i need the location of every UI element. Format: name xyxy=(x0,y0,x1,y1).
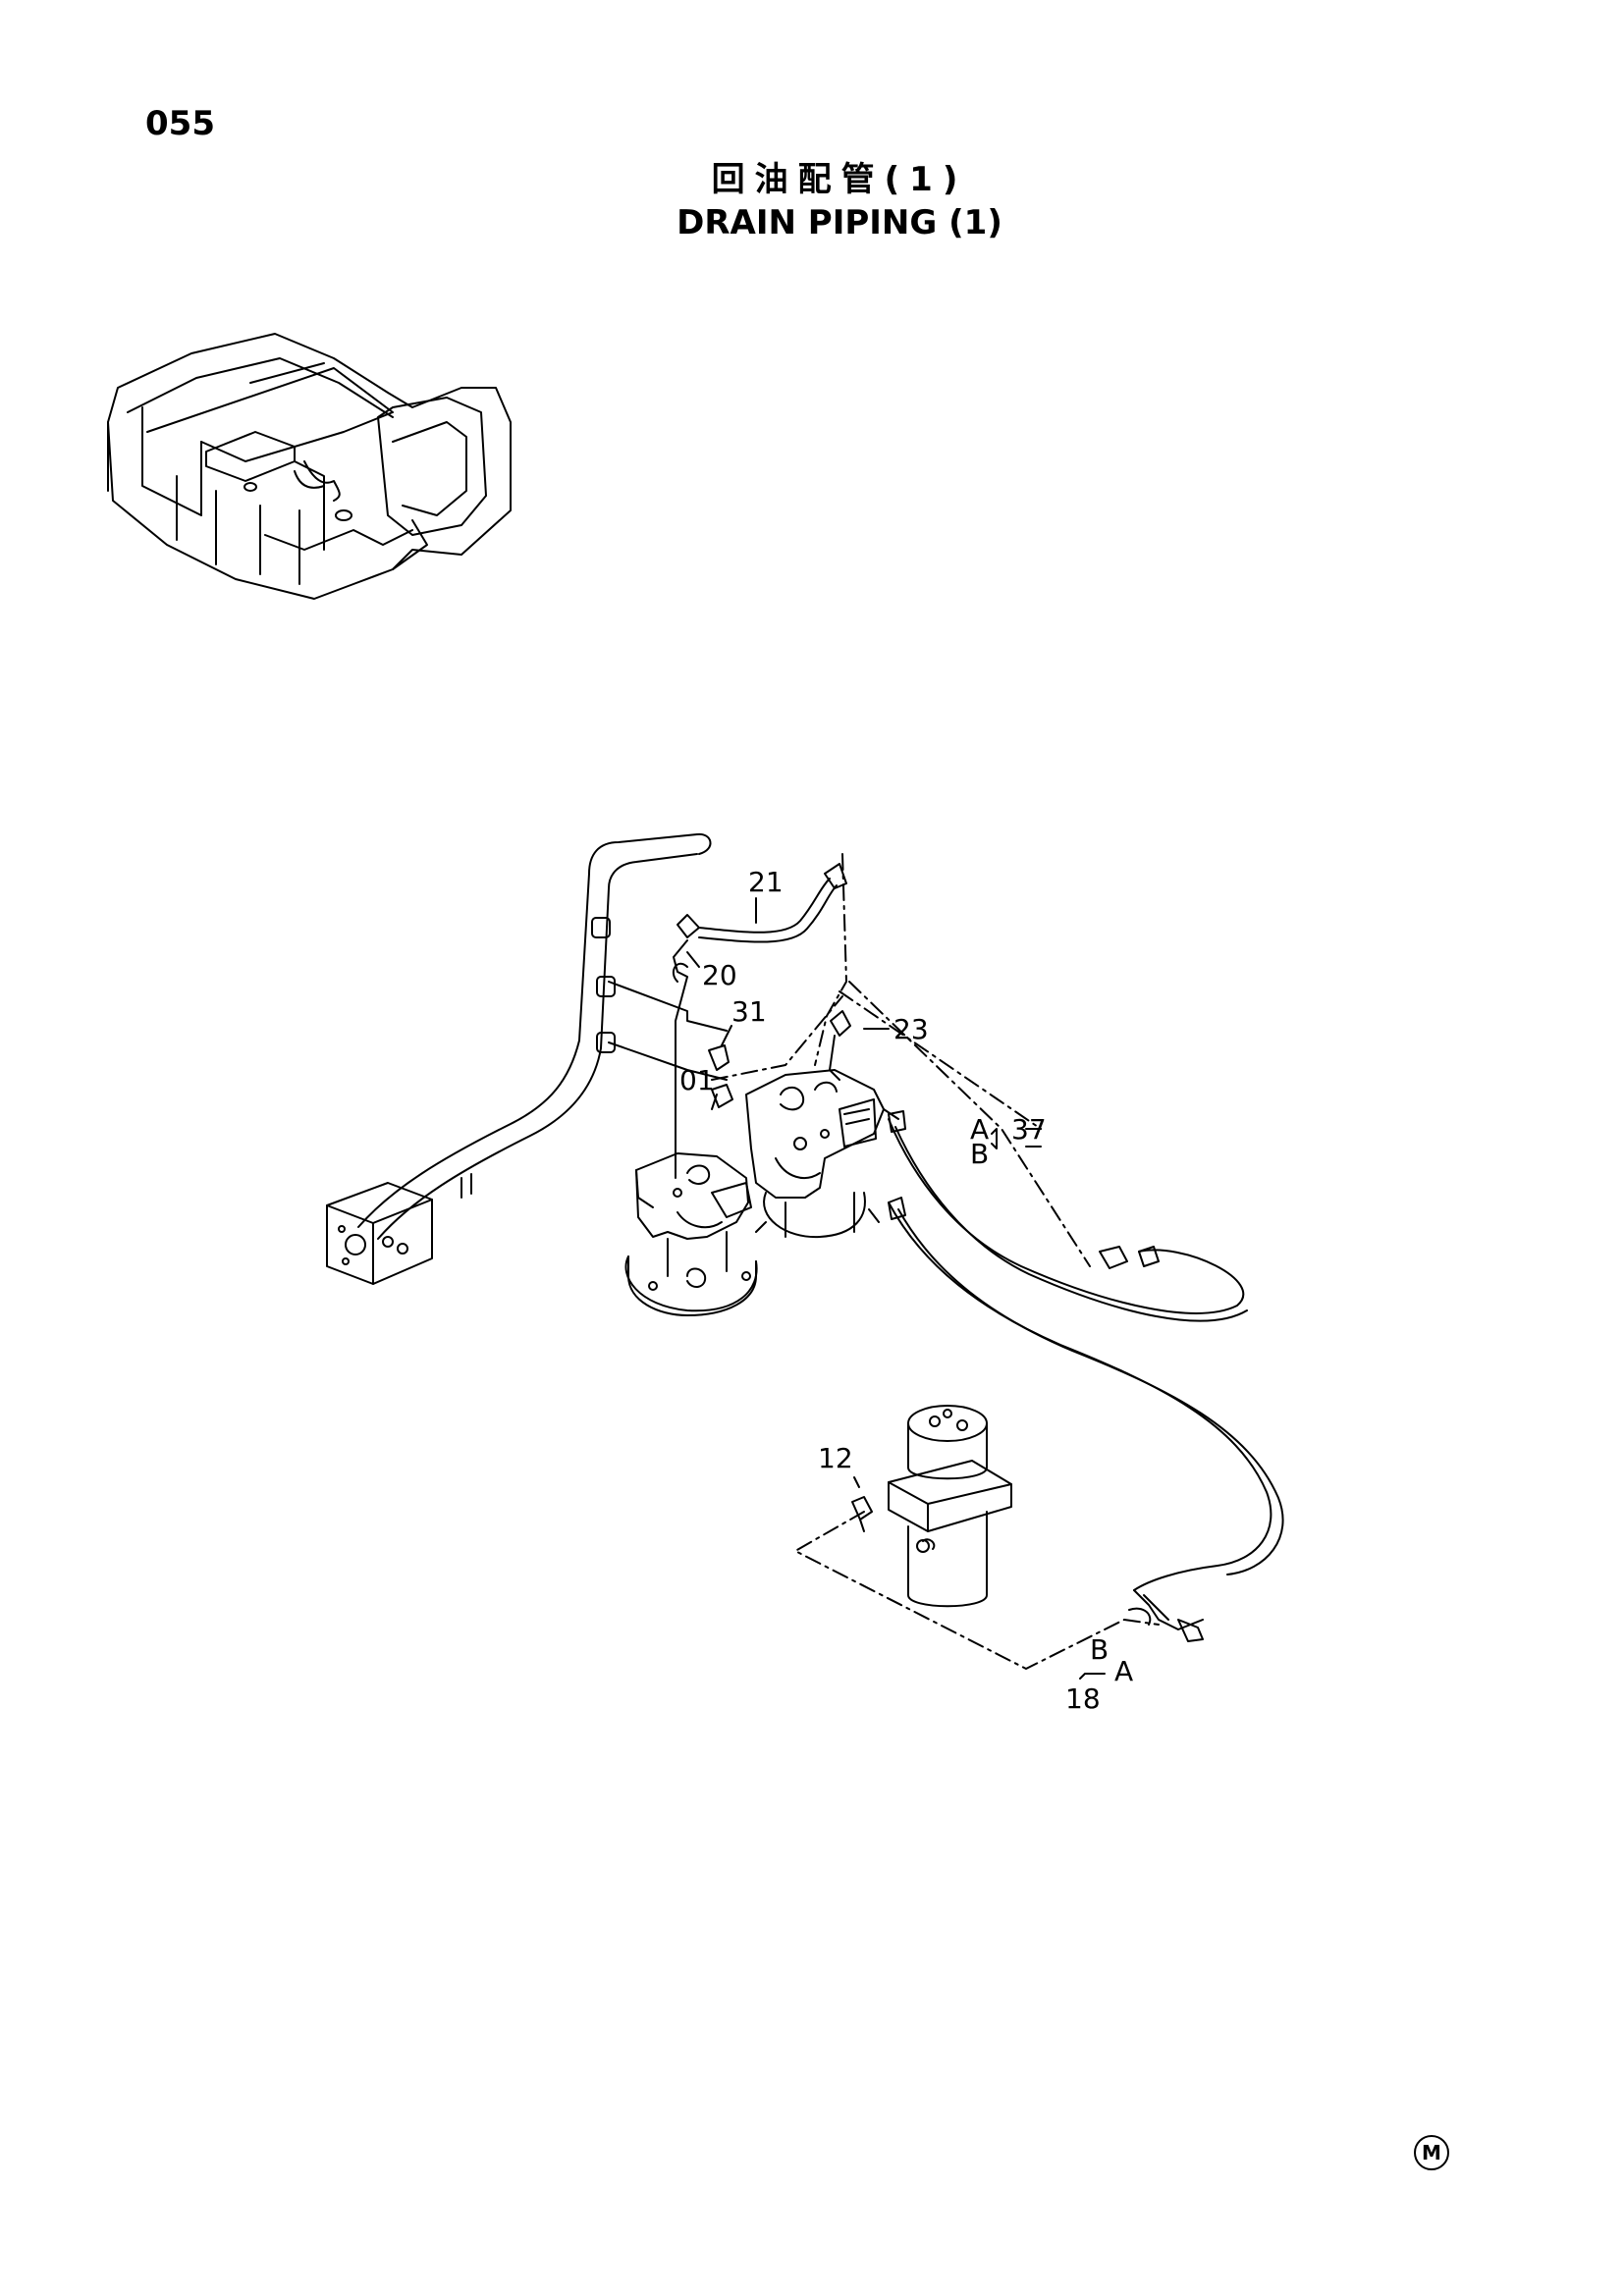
hose-37 xyxy=(883,1108,1284,1630)
callout-37: 37 xyxy=(1011,1113,1047,1146)
callout-18: 18 xyxy=(1065,1682,1101,1715)
center-joint-frame xyxy=(794,1511,1160,1670)
valve-block xyxy=(326,1182,433,1285)
leader-lines xyxy=(686,897,1106,1680)
swing-motor-front xyxy=(624,1152,758,1316)
callout-18-a: A xyxy=(1114,1655,1133,1687)
frame-chain-line xyxy=(711,853,1091,1267)
center-joint xyxy=(888,1405,1012,1608)
callout-37-a: A xyxy=(970,1113,989,1146)
machine-location-key xyxy=(107,333,512,600)
callout-37-b: B xyxy=(970,1138,989,1170)
callout-labels: 21 20 31 23 01 37 A B 12 18 A B xyxy=(679,866,1133,1715)
drain-hose-long xyxy=(357,832,712,1240)
callout-21: 21 xyxy=(748,866,784,898)
title-chinese: 回油配管(1) xyxy=(711,160,968,199)
callout-31: 31 xyxy=(731,995,767,1028)
title-english: DRAIN PIPING (1) xyxy=(677,203,1002,242)
fitting-12 xyxy=(851,1496,873,1532)
callout-12: 12 xyxy=(818,1442,853,1474)
callout-20: 20 xyxy=(702,959,737,991)
hose-21 xyxy=(672,863,847,1179)
fitting-18 xyxy=(1128,1607,1204,1642)
callout-18-b: B xyxy=(1090,1633,1109,1666)
pipe-fittings xyxy=(591,917,728,1081)
fittings-small xyxy=(708,1010,851,1108)
callout-23: 23 xyxy=(893,1013,929,1045)
page-number: 055 xyxy=(145,104,215,143)
callout-01: 01 xyxy=(679,1064,715,1096)
swing-motor-rear xyxy=(745,1069,885,1239)
publisher-mark: M xyxy=(1414,2135,1449,2170)
